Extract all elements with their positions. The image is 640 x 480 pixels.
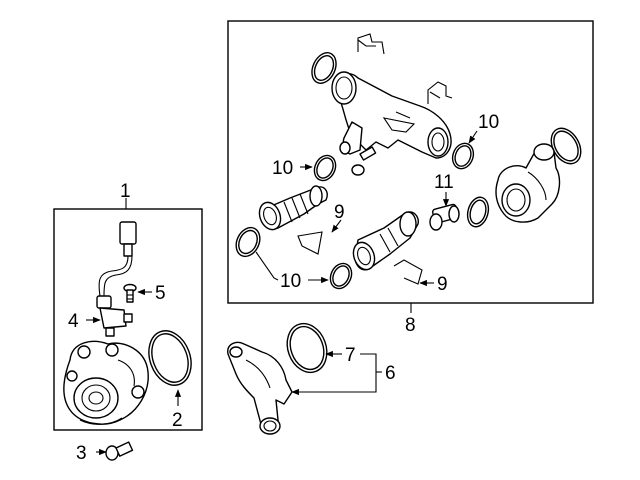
thermostat-cover: [495, 143, 561, 223]
o-ring: [286, 322, 328, 374]
callout-1: 1: [120, 181, 131, 202]
callout-10-bottom: 10: [280, 271, 301, 292]
callout-7: 7: [345, 345, 356, 366]
hose-fitting: [429, 203, 460, 231]
o-ring: [311, 52, 337, 84]
coolant-outlet-flange: [331, 71, 452, 159]
water-pump-housing: [63, 340, 149, 425]
bolt: [105, 441, 134, 461]
o-ring: [148, 330, 192, 386]
screw: [123, 283, 137, 303]
callout-6: 6: [385, 363, 396, 384]
o-ring: [313, 154, 337, 182]
valve-actuator: [96, 295, 133, 337]
hose-connector: [352, 211, 419, 271]
callout-5: 5: [155, 283, 166, 304]
o-ring: [550, 127, 582, 165]
callout-11: 11: [434, 172, 454, 193]
callout-8: 8: [405, 315, 416, 336]
callout-9-upper: 9: [334, 202, 345, 223]
retaining-clip: [357, 33, 385, 55]
callout-10-middle: 10: [272, 158, 293, 179]
hose-clip: [297, 231, 323, 255]
callout-2: 2: [172, 410, 183, 431]
o-ring: [235, 226, 261, 258]
retaining-clip: [427, 81, 453, 104]
temperature-sensor-harness: [98, 221, 137, 297]
callout-3: 3: [76, 443, 87, 464]
callout-9-lower: 9: [437, 274, 448, 295]
thermostat-housing: [227, 341, 293, 435]
hose-clip: [393, 259, 423, 285]
o-ring: [466, 196, 490, 228]
callout-10-top: 10: [478, 112, 499, 133]
callout-4: 4: [68, 311, 79, 332]
o-ring: [329, 262, 353, 290]
hose-connector: [258, 185, 328, 231]
o-ring: [451, 142, 475, 170]
group-box-water-pump: [53, 208, 203, 431]
screw: [351, 146, 377, 176]
